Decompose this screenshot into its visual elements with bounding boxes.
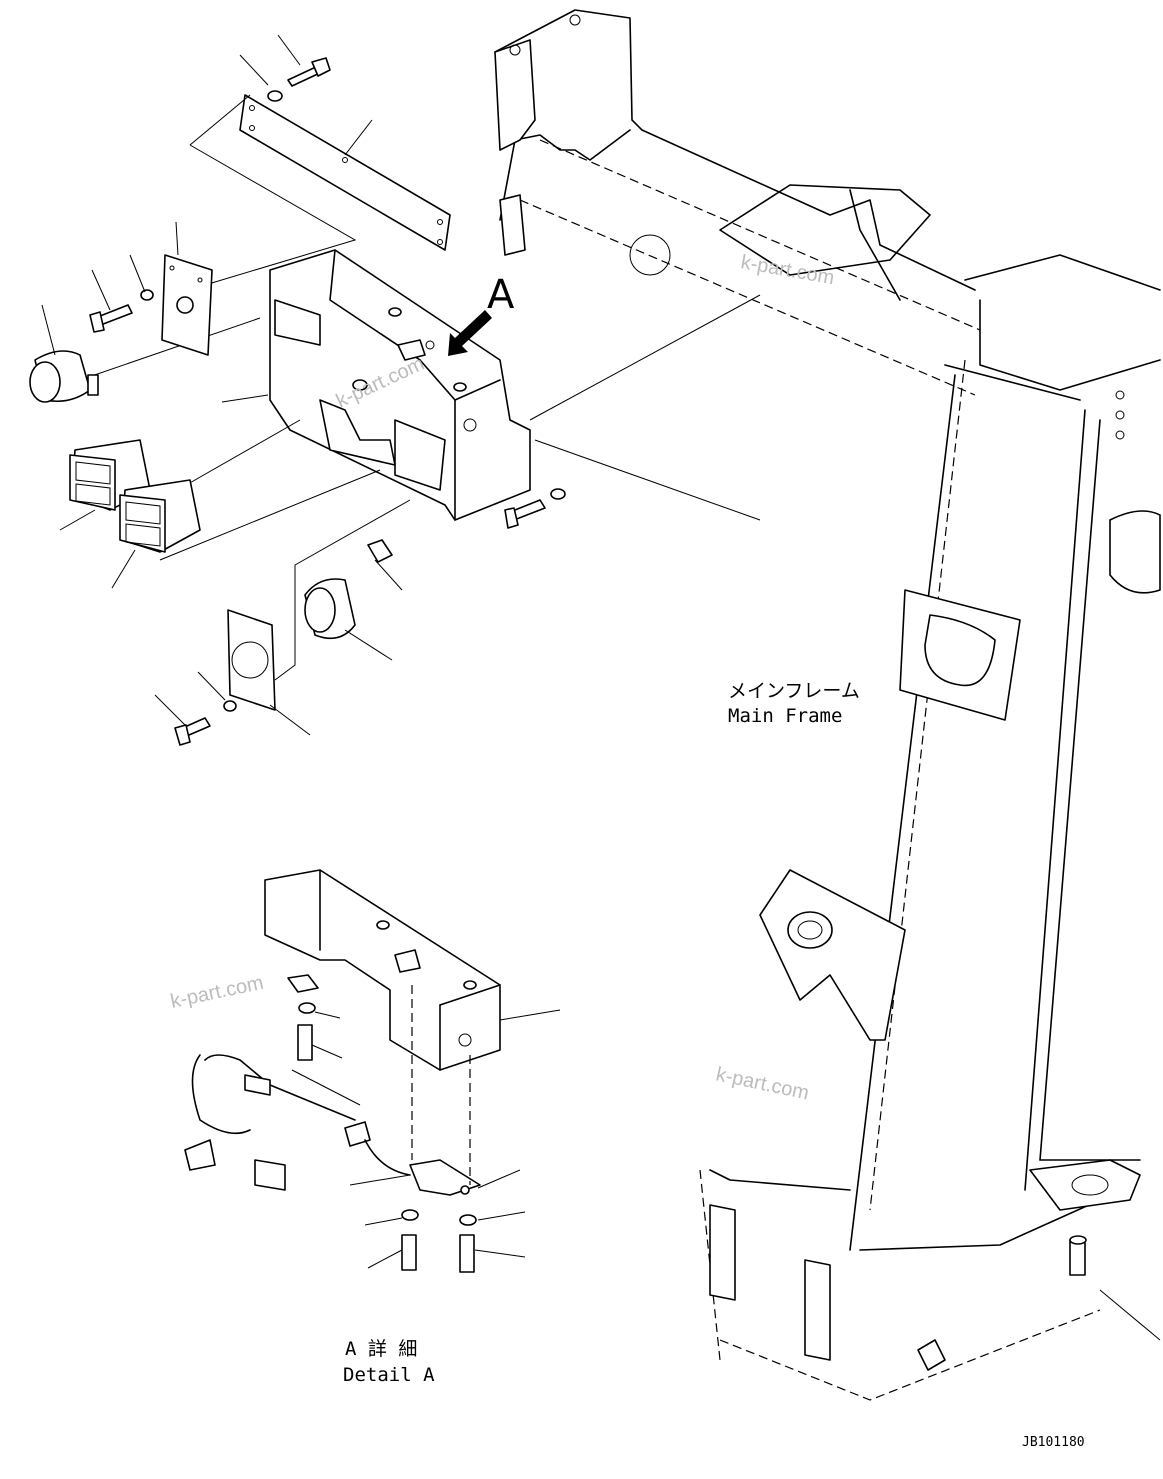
beacon-lamp-group xyxy=(29,254,213,403)
view-letter-label: A xyxy=(487,272,515,318)
watermark-1: k-part.com xyxy=(739,251,836,289)
main-frame-label-en: Main Frame xyxy=(728,705,842,727)
watermark-4: k-part.com xyxy=(714,1063,811,1104)
main-frame xyxy=(494,9,1161,1401)
work-light-group xyxy=(69,439,201,553)
drawing-code: JB101180 xyxy=(1022,1435,1085,1450)
horn-group xyxy=(174,539,393,746)
detail-label-jp: A 詳 細 xyxy=(345,1338,417,1360)
leader-lines xyxy=(41,34,561,1269)
main-frame-label-jp: メインフレーム xyxy=(728,680,860,702)
detail-label-en: Detail A xyxy=(343,1364,435,1386)
detail-a-assembly xyxy=(184,869,501,1273)
watermark-3: k-part.com xyxy=(168,972,265,1013)
